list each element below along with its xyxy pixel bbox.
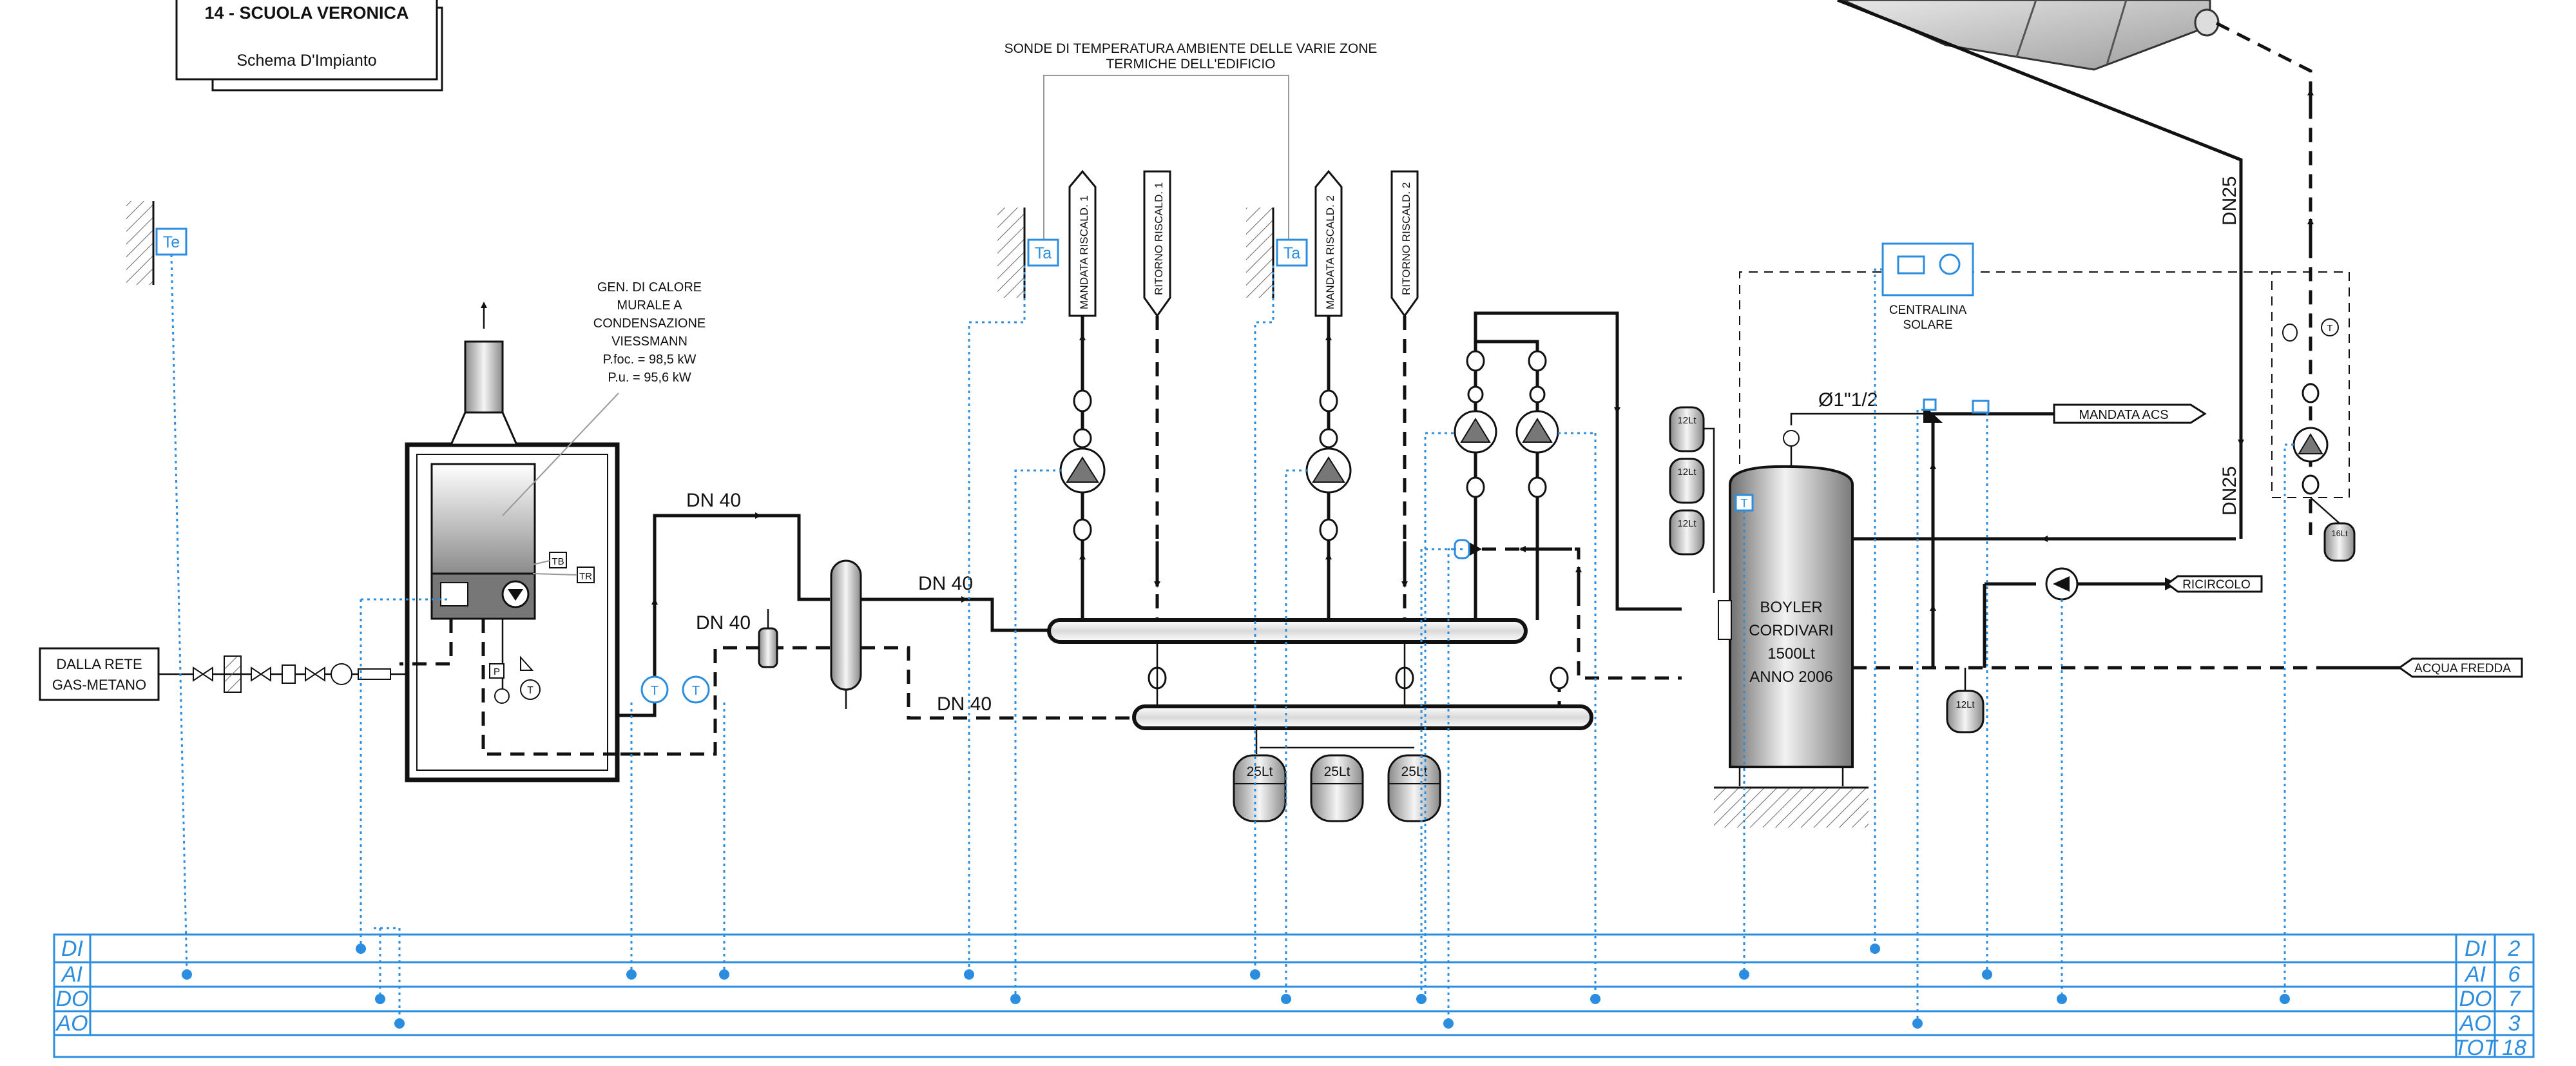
gas-line: DALLA RETE GAS-METANO bbox=[39, 647, 451, 701]
solar-controller: CENTRALINA SOLARE bbox=[1739, 242, 2272, 464]
generator-line-6: P.u. = 95,6 kW bbox=[608, 371, 691, 385]
collector-vessel-2-label: 25Lt bbox=[1324, 764, 1350, 779]
probes-note-line-1: SONDE DI TEMPERATURA AMBIENTE DELLE VARI… bbox=[1004, 41, 1378, 56]
collector-vessel-3-label: 25Lt bbox=[1401, 764, 1428, 779]
solar-controller-line-1: CENTRALINA bbox=[1889, 304, 1967, 317]
io-summary-do-count: 7 bbox=[2508, 987, 2521, 1011]
gas-source-line-1: DALLA RETE bbox=[56, 656, 142, 672]
primary-piping: T T bbox=[617, 512, 1134, 756]
external-sensor-label: Te bbox=[163, 233, 180, 251]
tank-vessel-3-label: 12Lt bbox=[1677, 518, 1697, 529]
io-row-di-label: DI bbox=[61, 936, 84, 961]
io-row-ai-label: AI bbox=[61, 962, 83, 987]
dn-separator-in: DN 40 bbox=[696, 612, 751, 634]
solar-vessel-label: 16Lt bbox=[2331, 528, 2348, 538]
gen-thermometer-icon: T bbox=[527, 685, 533, 696]
dhw-piping: MANDATA ACS RICIRCOLO 12Lt ACQUA FREDDA bbox=[1852, 398, 2523, 733]
generator-callout: GEN. DI CALORE MURALE A CONDENSAZIONE VI… bbox=[593, 280, 706, 385]
collector-vessel-1-label: 25Lt bbox=[1247, 764, 1273, 779]
circuit-2-return-label: RITORNO RISCALD. 2 bbox=[1400, 182, 1412, 295]
io-row-ao-label: AO bbox=[55, 1011, 88, 1036]
supply-temp-sensor-icon: T bbox=[651, 684, 658, 698]
boyler-sensor-icon: T bbox=[1741, 497, 1748, 510]
solar-loop: T 16Lt bbox=[1837, 0, 2356, 562]
boyler-line-2: CORDIVARI bbox=[1749, 622, 1834, 639]
io-summary-ao-label: AO bbox=[2458, 1011, 2491, 1036]
probes-note: SONDE DI TEMPERATURA AMBIENTE DELLE VARI… bbox=[1004, 41, 1378, 245]
tr-indicator: TR bbox=[579, 571, 592, 582]
generator-line-1: GEN. DI CALORE bbox=[597, 280, 702, 295]
tank-vessel-1-label: 12Lt bbox=[1677, 415, 1697, 426]
dn-solar-2: DN25 bbox=[2219, 466, 2240, 516]
gas-source-line-2: GAS-METANO bbox=[52, 677, 146, 693]
p-indicator: P bbox=[494, 666, 500, 677]
tank-vessel-2-label: 12Lt bbox=[1677, 467, 1697, 478]
circuit-1-supply-label: MANDATA RISCALD. 1 bbox=[1078, 195, 1090, 309]
generator-line-4: VIESSMANN bbox=[611, 334, 687, 349]
ambient-sensor-2-label: Ta bbox=[1283, 244, 1301, 262]
solar-thermometer-icon: T bbox=[2327, 323, 2332, 334]
io-summary-di-count: 2 bbox=[2508, 936, 2521, 961]
cold-water-tag: ACQUA FREDDA bbox=[2414, 662, 2511, 675]
recirculation-tag: RICIRCOLO bbox=[2182, 578, 2251, 592]
io-summary-do-label: DO bbox=[2459, 987, 2492, 1011]
heating-circuit-1: Ta MANDATA RISCALD. 1 RITORNO RISCALD. 1 bbox=[997, 170, 1171, 706]
boyler-line-3: 1500Lt bbox=[1767, 645, 1815, 663]
return-temp-sensor-icon: T bbox=[692, 684, 700, 698]
io-summary-ao-count: 3 bbox=[2508, 1011, 2521, 1036]
dn-collector-in: DN 40 bbox=[918, 573, 973, 594]
io-connections bbox=[170, 254, 2294, 1029]
generator: TB TR P T bbox=[399, 302, 651, 782]
io-bus: DI AI DO AO DI AI DO AO TOT 2 6 7 3 18 bbox=[53, 933, 2535, 1060]
io-summary-tot-count: 18 bbox=[2502, 1036, 2526, 1060]
boyler-loading-pumps bbox=[1454, 311, 1682, 706]
ambient-sensor-1-label: Ta bbox=[1035, 244, 1052, 262]
generator-line-5: P.foc. = 98,5 kW bbox=[603, 353, 697, 367]
generator-line-3: CONDENSAZIONE bbox=[593, 316, 706, 331]
io-row-do-label: DO bbox=[56, 987, 89, 1011]
external-sensor: Te bbox=[126, 201, 187, 285]
acs-inlet-size: Ø1"1/2 bbox=[1818, 389, 1878, 411]
probes-note-line-2: TERMICHE DELL'EDIFICIO bbox=[1106, 57, 1275, 72]
collectors bbox=[1047, 618, 1593, 730]
cold-vessel-label: 12Lt bbox=[1956, 699, 1975, 710]
subtitle-text: Schema D'Impianto bbox=[236, 52, 376, 70]
tb-indicator: TB bbox=[552, 556, 564, 567]
dhw-supply-tag: MANDATA ACS bbox=[2079, 408, 2168, 422]
circuit-1-return-label: RITORNO RISCALD. 1 bbox=[1153, 182, 1165, 295]
boyler-line-4: ANNO 2006 bbox=[1749, 668, 1832, 686]
generator-line-2: MURALE A bbox=[617, 298, 682, 313]
dn-return-main: DN 40 bbox=[937, 693, 992, 715]
boyler-line-1: BOYLER bbox=[1760, 599, 1822, 616]
io-summary-ai-count: 6 bbox=[2508, 962, 2521, 987]
dn-solar-1: DN25 bbox=[2219, 176, 2240, 226]
io-summary-tot-label: TOT bbox=[2454, 1036, 2499, 1060]
circuit-2-supply-label: MANDATA RISCALD. 2 bbox=[1324, 195, 1336, 309]
tank-expansion-vessels: 12Lt 12Lt 12Lt bbox=[1669, 406, 1715, 593]
collector-expansion-vessels: 25Lt 25Lt 25Lt bbox=[1233, 728, 1441, 822]
solar-collector bbox=[1842, 0, 2220, 71]
title-text: 14 - SCUOLA VERONICA bbox=[204, 3, 409, 23]
solar-controller-line-2: SOLARE bbox=[1903, 318, 1952, 332]
io-summary-ai-label: AI bbox=[2464, 962, 2486, 987]
boyler: BOYLER CORDIVARI 1500Lt ANNO 2006 T bbox=[1714, 412, 1923, 828]
dn-supply-main: DN 40 bbox=[686, 490, 741, 511]
io-summary-di-label: DI bbox=[2465, 936, 2487, 961]
heating-circuit-2: Ta MANDATA RISCALD. 2 RITORNO RISCALD. 2 bbox=[1246, 170, 1419, 706]
title-block: 14 - SCUOLA VERONICA Schema D'Impianto bbox=[175, 0, 443, 92]
